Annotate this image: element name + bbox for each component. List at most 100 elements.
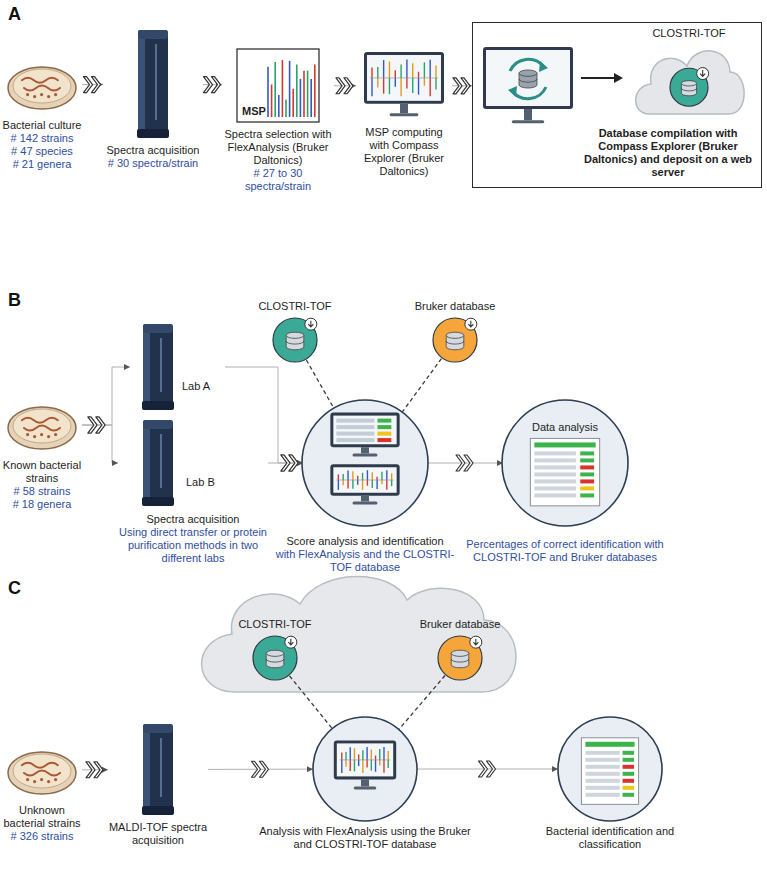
flow-connector <box>82 417 118 463</box>
culture-step: Unknown bacterial strains# 326 strains <box>2 740 82 843</box>
database-icon: CLOSTRI-TOF <box>220 618 330 683</box>
flow-connector <box>452 78 472 94</box>
spectro-illustration <box>135 322 181 412</box>
flow-connector <box>82 367 130 433</box>
selection-step: MSP Spectra selection with FlexAnalysis (… <box>222 48 334 193</box>
step-caption: MALDI-TOF spectra acquisition <box>108 821 208 847</box>
web-cloud <box>202 576 516 692</box>
dish-illustration <box>6 740 78 800</box>
lab-instrument: Lab B Spectra acquisitionUsing direct tra… <box>118 418 268 565</box>
panel-letter: A <box>8 4 21 25</box>
step-caption: Lab B <box>186 476 215 489</box>
step-caption: Database compilation with Compass Explor… <box>583 127 753 179</box>
flow-connector <box>334 78 356 94</box>
stat-note: # 142 strains <box>2 132 82 145</box>
database-icon: Bruker database <box>405 618 515 683</box>
spectro-illustration <box>133 722 183 817</box>
flow-connector <box>225 367 303 471</box>
flow-connector <box>203 77 222 93</box>
spectro-illustration <box>128 28 178 140</box>
culture-step: Known bacterial strains# 58 strains# 18 … <box>2 395 82 511</box>
stat-note: # 30 spectra/strain <box>103 157 203 170</box>
dish-illustration <box>6 55 78 115</box>
db-illustration <box>270 315 320 365</box>
dashed-link <box>399 675 445 729</box>
step-caption: MSP <box>242 105 266 118</box>
comp2-illustration <box>300 393 430 533</box>
connector-line <box>82 367 130 425</box>
chevron-arrow <box>204 77 221 93</box>
comp-illustration <box>310 715 420 823</box>
step-caption: CLOSTRI-TOF <box>220 618 330 631</box>
database-icon: Bruker database <box>400 300 510 365</box>
step-caption: Known bacterial strains <box>2 459 82 485</box>
step-caption: MSP computing with Compass Explorer (Bru… <box>356 126 452 178</box>
chevron-arrow <box>456 455 473 471</box>
flow-connector <box>82 762 108 778</box>
step-caption: Unknown bacterial strains <box>2 804 82 830</box>
dish-illustration <box>6 395 78 455</box>
step-caption: CLOSTRI-TOF <box>623 27 755 40</box>
stat-note: Percentages of correct identification wi… <box>462 538 668 564</box>
culture-step: Bacterial culture# 142 strains# 47 speci… <box>2 55 82 171</box>
connector-line <box>399 675 445 729</box>
stat-note: # 58 strains <box>2 485 82 498</box>
stat-note: # 326 strains <box>2 830 82 843</box>
step-caption: Bacterial identification and classificat… <box>520 825 700 851</box>
analysis-circle: Analysis with FlexAnalysis using the Bru… <box>250 715 480 851</box>
step-caption: Bruker database <box>400 300 510 313</box>
step-caption: Bacterial culture <box>2 119 82 132</box>
result-circle: Data analysisPercentages of correct iden… <box>462 393 668 564</box>
panel-letter: B <box>8 290 21 311</box>
monitor-illustration <box>360 50 448 122</box>
flow-connector <box>268 455 303 471</box>
acquisition-step: MALDI-TOF spectra acquisition <box>108 722 208 847</box>
chevron-arrow <box>88 417 105 433</box>
database-icon: CLOSTRI-TOF <box>240 300 350 365</box>
chevron-arrow <box>84 77 101 93</box>
stat-note: # 21 genera <box>2 158 82 171</box>
chevron-arrow <box>453 78 470 94</box>
cloud-database: CLOSTRI-TOF <box>623 27 755 120</box>
connector-line <box>402 359 442 413</box>
cloud-illustration <box>629 42 749 120</box>
acquisition-step: Spectra acquisition# 30 spectra/strain <box>103 28 203 170</box>
result-circle: Bacterial identification and classificat… <box>520 715 700 851</box>
stat-note: # 47 species <box>2 145 82 158</box>
stat-note: # 27 to 30 spectra/strain <box>222 167 334 193</box>
chevron-arrow <box>281 455 298 471</box>
step-caption: Analysis with FlexAnalysis using the Bru… <box>250 825 480 851</box>
computing-step: MSP computing with Compass Explorer (Bru… <box>356 50 452 178</box>
step-caption: Lab A <box>182 380 210 393</box>
step-caption: Spectra selection with FlexAnalysis (Bru… <box>222 128 334 167</box>
step-caption: Score analysis and identification <box>270 535 460 548</box>
result-illustration <box>555 715 665 823</box>
stat-note: Using direct transfer or protein purific… <box>118 526 268 565</box>
flow-connector <box>82 77 103 93</box>
dashed-link <box>402 359 442 413</box>
flow-connector <box>208 761 313 777</box>
flow-connector <box>417 761 558 777</box>
db-illustration <box>435 633 485 683</box>
step-caption: CLOSTRI-TOF <box>240 300 350 313</box>
dashed-link <box>289 676 332 729</box>
chevron-arrow <box>479 761 496 777</box>
step-caption: Data analysis <box>462 421 668 434</box>
chevron-arrow <box>86 762 103 778</box>
connector-line <box>225 367 303 463</box>
chevron-arrow <box>252 761 269 777</box>
lab-instrument: Lab A <box>130 322 225 412</box>
database-box: Database compilation with Compass Explor… <box>472 22 762 188</box>
step-caption: Spectra acquisition <box>118 513 268 526</box>
connector-line <box>289 676 332 729</box>
result-illustration <box>500 393 630 533</box>
stat-note: # 18 genera <box>2 498 82 511</box>
flow-connector <box>427 455 503 471</box>
spectro-illustration <box>135 418 181 508</box>
db-illustration <box>430 315 480 365</box>
dashed-link <box>306 360 334 409</box>
chevron-arrow <box>336 78 353 94</box>
db-illustration <box>250 633 300 683</box>
connector-line <box>306 360 334 409</box>
